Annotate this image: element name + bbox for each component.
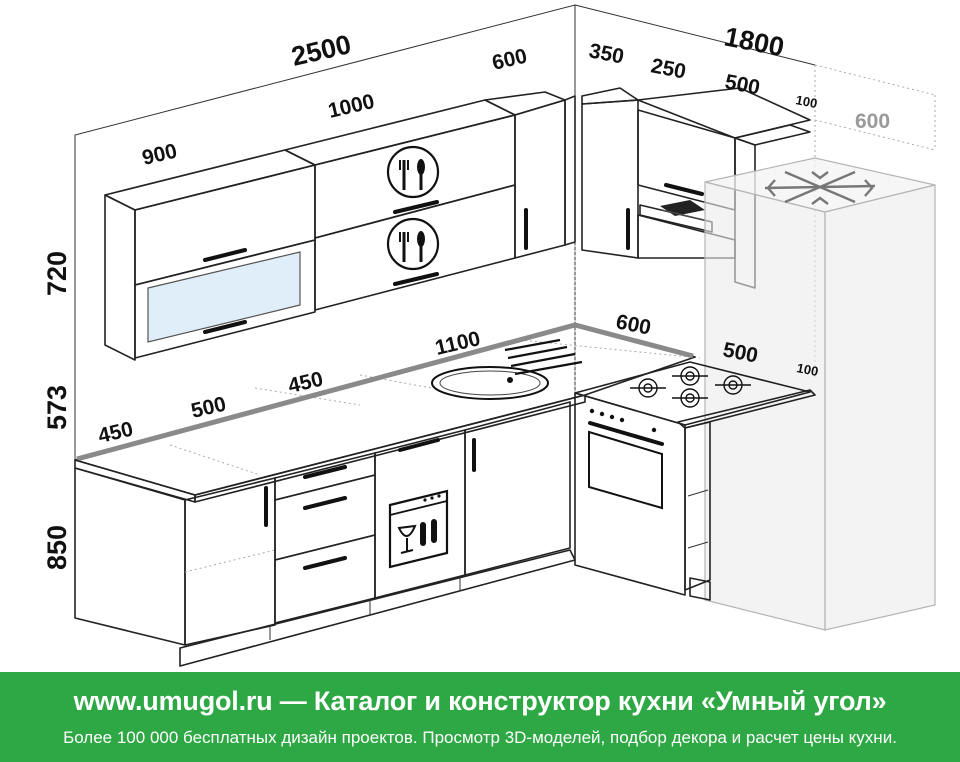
dim-right-350: 350 <box>587 39 626 68</box>
dim-right-100: 100 <box>794 92 818 111</box>
dim-right-total: 1800 <box>722 21 787 62</box>
base-corner-side <box>74 467 186 646</box>
footer-subtitle: Более 100 000 бесплатных дизайн проектов… <box>63 728 897 747</box>
upper-cabinets-left <box>104 91 576 361</box>
hob-icon <box>630 366 751 408</box>
dishwasher-icon <box>388 489 449 569</box>
fridge-ghost <box>704 157 936 631</box>
upper-cabinet-600 <box>514 99 566 259</box>
dim-height-gap: 573 <box>42 385 72 430</box>
range-hood <box>639 200 713 233</box>
dim-height-base: 850 <box>42 525 72 570</box>
kitchen-diagram: 2500 1800 900 1000 600 350 250 500 100 6… <box>42 4 936 667</box>
drawer-bottom <box>274 534 376 624</box>
upper-cabinet-900-glass-door <box>134 239 316 359</box>
stove <box>574 361 811 596</box>
stove-front <box>574 392 686 596</box>
dim-height-upper: 720 <box>42 251 72 296</box>
dim-fridge-600: 600 <box>855 110 890 133</box>
footer-banner: www.umugol.ru — Каталог и конструктор ку… <box>0 672 960 762</box>
footer-title[interactable]: www.umugol.ru — Каталог и конструктор ку… <box>73 686 887 716</box>
base-cabinet-450-left <box>184 477 276 646</box>
upper-cabinets-right <box>581 87 811 289</box>
cutlery-icon <box>386 217 440 271</box>
dim-right-500: 500 <box>723 70 762 99</box>
glass-panel <box>147 251 301 343</box>
dim-upper-600: 600 <box>490 45 529 75</box>
plinth <box>179 549 576 667</box>
base-cabinets <box>74 401 576 667</box>
dim-upper-1000: 1000 <box>326 90 377 123</box>
dim-counter-100: 100 <box>795 360 819 379</box>
sink-cabinet <box>464 401 571 576</box>
dim-upper-900: 900 <box>140 140 179 170</box>
dim-counter-1100: 1100 <box>433 327 483 360</box>
countertop <box>74 322 696 503</box>
snowflake-icon <box>764 170 876 205</box>
oven-icon <box>588 408 664 510</box>
base-cabinet-100 <box>677 389 816 601</box>
sink-icon <box>431 338 583 400</box>
cutlery-icon <box>386 145 440 199</box>
dim-right-250: 250 <box>649 54 688 83</box>
